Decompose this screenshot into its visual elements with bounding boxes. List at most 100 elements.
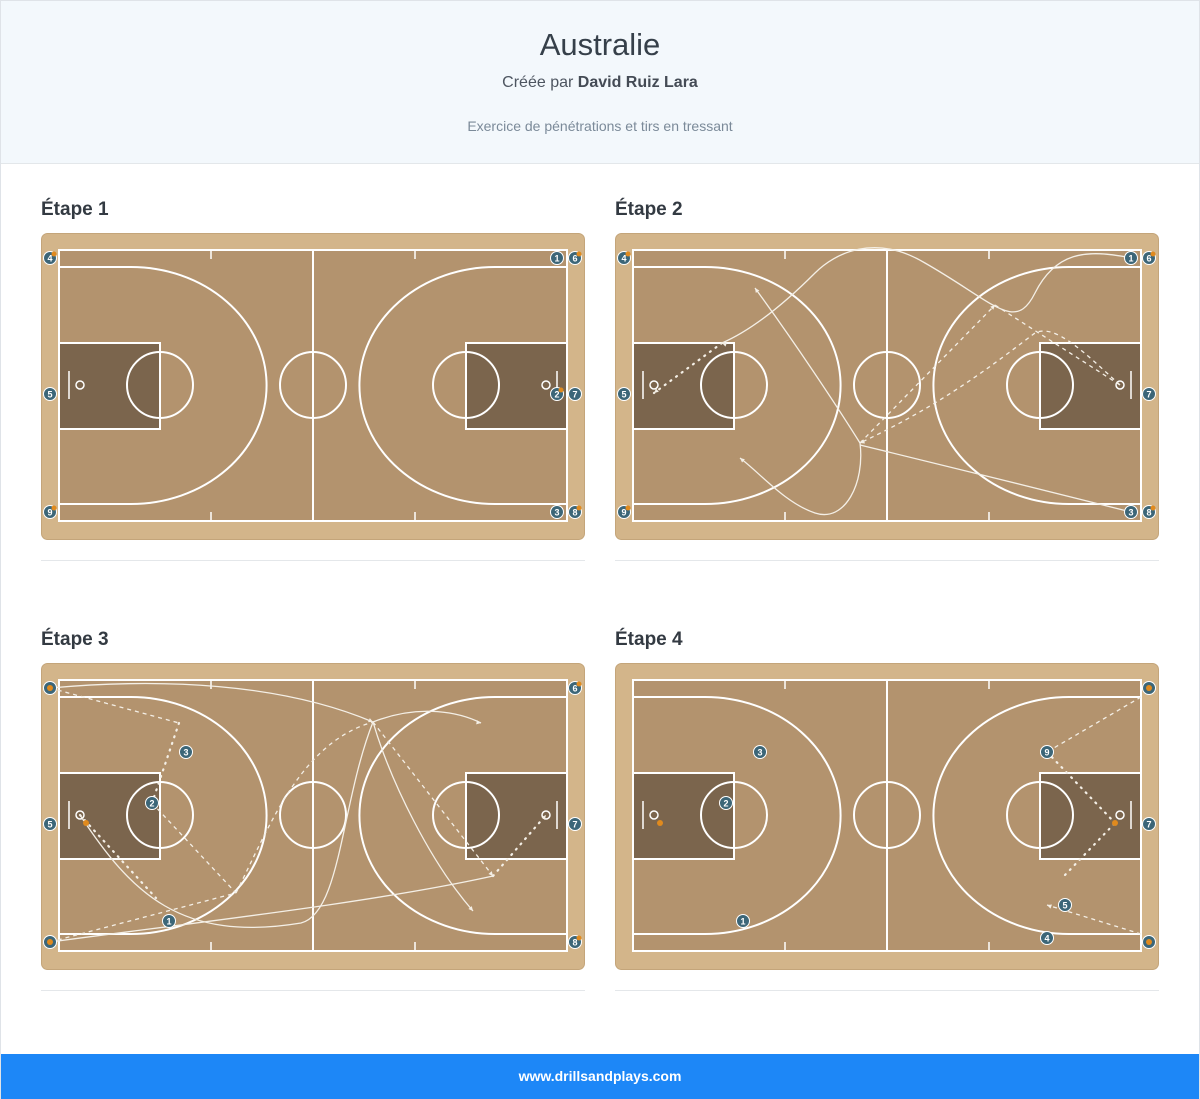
author-line: Créée par David Ruiz Lara <box>1 74 1199 92</box>
divider <box>41 560 585 561</box>
player-label: 3 <box>757 748 762 758</box>
cut-path <box>372 721 474 912</box>
player-label: 5 <box>1062 901 1067 911</box>
player-label: 8 <box>572 938 577 948</box>
player-label: 9 <box>1044 748 1049 758</box>
player-marker: 3 <box>753 745 767 759</box>
arrow-head <box>740 458 745 463</box>
player-label: 5 <box>621 390 626 400</box>
ball-icon <box>576 505 582 511</box>
player-marker: 5 <box>1058 898 1072 912</box>
player-label: 7 <box>1146 390 1151 400</box>
player-circle <box>1142 387 1156 401</box>
player-marker: 1 <box>1124 251 1138 265</box>
player-label: 1 <box>740 917 745 927</box>
cut-path <box>859 444 1132 513</box>
player-circle <box>568 817 582 831</box>
player-circle <box>617 387 631 401</box>
player-label: 1 <box>554 254 559 264</box>
step-title: Étape 4 <box>615 629 683 650</box>
arrow-head <box>476 720 481 725</box>
pass-path <box>1046 696 1142 753</box>
player-circle <box>43 387 57 401</box>
player-marker: 3 <box>550 505 564 519</box>
player-circle <box>1058 898 1072 912</box>
right-three-point-arc <box>932 696 1141 935</box>
pass-path <box>859 330 1121 444</box>
player-label: 5 <box>47 820 52 830</box>
dribble-path <box>652 341 724 395</box>
right-ft-circle <box>1006 351 1074 419</box>
player-label: 7 <box>572 820 577 830</box>
left-three-point-arc <box>633 266 842 505</box>
player-marker: 7 <box>568 387 582 401</box>
step-title: Étape 1 <box>41 199 109 220</box>
left-rim <box>649 380 659 390</box>
left-three-point-arc <box>633 696 842 935</box>
right-rim <box>541 380 551 390</box>
arrow-head <box>990 305 995 310</box>
cut-path <box>372 710 482 724</box>
player-marker: 6 <box>1142 251 1156 265</box>
ball-icon <box>47 939 53 945</box>
player-circle <box>1142 817 1156 831</box>
player-label: 7 <box>572 390 577 400</box>
player-circle <box>145 796 159 810</box>
player-circle <box>736 914 750 928</box>
player-marker: 9 <box>1040 745 1054 759</box>
arrow-head <box>1047 904 1052 909</box>
footer-link[interactable]: www.drillsandplays.com <box>518 1068 682 1084</box>
arrow-head <box>654 388 659 393</box>
player-marker: 4 <box>1040 931 1054 945</box>
dribble-path <box>1063 821 1117 877</box>
center-circle <box>853 781 921 849</box>
left-rim <box>649 810 659 820</box>
ball-icon <box>576 251 582 257</box>
cut-path <box>49 875 494 943</box>
ball-icon <box>576 681 582 687</box>
player-label: 6 <box>1146 254 1151 264</box>
player-circle <box>1124 505 1138 519</box>
player-label: 4 <box>47 254 52 264</box>
player-marker: 2 <box>550 387 564 401</box>
arrow-head <box>722 342 727 347</box>
arrow-head <box>468 906 473 911</box>
player-marker: 4 <box>617 251 631 265</box>
player-label: 5 <box>47 390 52 400</box>
cut-path <box>739 442 862 516</box>
player-marker: 3 <box>179 745 193 759</box>
left-three-point-arc <box>59 266 268 505</box>
player-marker: 8 <box>568 505 582 519</box>
player-label: 2 <box>554 390 559 400</box>
player-label: 8 <box>1146 508 1151 518</box>
left-ft-circle <box>700 351 768 419</box>
ball-icon <box>625 505 631 511</box>
player-circle <box>753 745 767 759</box>
player-marker: 2 <box>719 796 733 810</box>
divider <box>615 560 1159 561</box>
player-circle <box>179 745 193 759</box>
player-marker: 1 <box>162 914 176 928</box>
dribble-path <box>78 813 158 900</box>
page-header: Australie Créée par David Ruiz Lara Exer… <box>1 1 1199 164</box>
player-label: 4 <box>1044 934 1049 944</box>
player-marker: 7 <box>1142 387 1156 401</box>
right-ft-circle <box>432 781 500 849</box>
drill-description: Exercice de pénétrations et tirs en tres… <box>467 118 733 134</box>
ball-icon <box>1150 251 1156 257</box>
player-marker: 3 <box>1124 505 1138 519</box>
ball-icon <box>1150 505 1156 511</box>
left-ft-circle <box>700 781 768 849</box>
player-circle <box>1040 745 1054 759</box>
player-circle <box>1124 251 1138 265</box>
right-rim <box>541 810 551 820</box>
pass-path <box>49 892 237 943</box>
ball-icon <box>625 251 631 257</box>
pass-path <box>49 687 180 724</box>
arrow-head <box>368 718 373 723</box>
ball-icon <box>51 505 57 511</box>
